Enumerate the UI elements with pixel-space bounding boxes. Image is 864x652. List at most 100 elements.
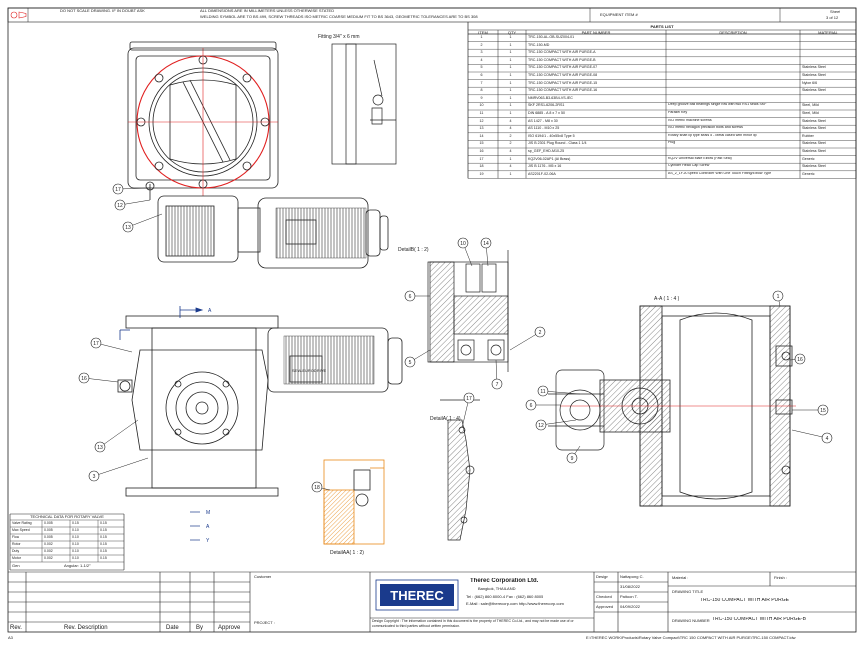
balloon-number: 17 [93, 341, 99, 347]
balloon-circle [480, 237, 492, 249]
balloon-number: 10 [460, 241, 466, 247]
balloon-number: 3 [93, 474, 96, 480]
detail-aa [323, 459, 385, 545]
balloon-leader [83, 377, 119, 383]
parts-cell: 1 [509, 42, 512, 47]
balloon-circle [534, 326, 546, 338]
tech-cell: Max Speed [12, 528, 30, 532]
balloon-number: 14 [483, 241, 489, 247]
parts-cell: 13 [479, 126, 484, 131]
parts-cell: 10 [479, 103, 484, 108]
balloon-number: 17 [115, 187, 121, 193]
parts-cell: Nylon 6/6 [802, 80, 818, 85]
parts-cell: Stainless Steel [802, 149, 826, 153]
parts-cell: 6 [480, 73, 483, 77]
balloon-number: 12 [538, 423, 544, 429]
balloon-circle [311, 481, 323, 493]
parts-cell: AS2201F-02-06A [528, 171, 556, 176]
parts-cell: 8 [480, 88, 483, 93]
balloon-leader [127, 213, 163, 228]
company-city: Bangkok, THAILAND [478, 586, 516, 591]
tech-cell: 0.005 [44, 528, 53, 532]
section-aa-label: A-A ( 1 : 4 ) [654, 296, 680, 302]
parts-cell: 4 [509, 118, 512, 123]
parts-cell: 15 [479, 141, 484, 146]
equipment-item-label: EQUIPMENT ITEM # [600, 12, 638, 17]
rev-col-date: Date [166, 625, 179, 631]
parts-cell: Generic [802, 171, 815, 176]
parts-cell: 1 [509, 35, 512, 39]
balloon-number: 13 [97, 445, 103, 451]
parts-cell: SKF 2RS1-6206-2RS1 [528, 103, 565, 108]
project-label: PROJECT : [254, 620, 275, 625]
company-email: E-Mail : sale@therecorp.com http://www.t… [466, 601, 564, 606]
parts-cell: Stainless Steel [802, 126, 826, 131]
tech-cell: 0.15 [100, 542, 107, 546]
axis-label-m: M [206, 510, 210, 516]
detail-b-label: DetailB( 1 : 2) [398, 247, 429, 253]
parts-cell: Deep groove ball bearings single row wit… [668, 103, 767, 107]
parts-cell: JIS B 1176 - M5 x 16 [528, 164, 562, 169]
parts-cell: Steel, Mild [802, 111, 819, 115]
parts-cell: 1 [509, 50, 512, 55]
balloon-circle [794, 353, 806, 365]
parts-cell: ISO metric hexagon precision bolts and s… [668, 126, 743, 130]
parts-cell: Rotary shaft lip type seals 5 - Metal ca… [668, 133, 757, 137]
balloon-circle [404, 290, 416, 302]
finish-label: Finish : [774, 575, 787, 580]
tech-cell: 0.10 [72, 528, 79, 532]
parts-cell: 2 [509, 133, 512, 138]
parts-cell: 11 [479, 111, 484, 115]
approved-date: 04/09/2022 [620, 604, 641, 609]
balloon-leader [542, 390, 581, 395]
balloon-number: 4 [826, 436, 829, 442]
balloon-circle [404, 356, 416, 368]
rev-col-by: By [196, 625, 204, 631]
detail-a-label: DetailA( 1 : 4) [430, 416, 461, 422]
copyright-notice: Design Copyright : The information conta… [372, 619, 574, 628]
fitting-detail [331, 43, 397, 165]
parts-cell: 2 [480, 42, 483, 47]
header-note-2: ALL DIMENSIONS ARE IN MILLIMETERS UNLESS… [200, 8, 335, 13]
parts-cell: 1 [509, 88, 512, 93]
tech-table-title: TECHNICAL DATA FOR ROTARY VALVE [30, 514, 104, 519]
balloon-circle [94, 441, 106, 453]
balloon-circle [78, 372, 90, 384]
approved-label: Approved [596, 604, 614, 609]
detail-a [440, 399, 480, 541]
parts-cell: AS 1110 - M10 x 25 [528, 126, 560, 131]
balloon-circle [112, 183, 124, 195]
tech-cell: Motor [12, 556, 21, 560]
drawing-title-value: TRC-150 COMPACT WITH AIR PURGE [700, 598, 789, 603]
parts-cell: 2 [509, 141, 512, 146]
parts-cell: Stainless Steel [802, 65, 826, 70]
parts-cell: 1 [509, 95, 512, 100]
balloon-circle [457, 237, 469, 249]
parts-cell: ISO metric machine screws [668, 118, 712, 122]
motor-nameplate: SEW-EURODRIVE [292, 368, 326, 373]
balloon-number: 11 [540, 389, 545, 395]
parts-cell: NMRV063-B3-63B4-VS-IEC [528, 95, 573, 100]
balloon-circle [535, 419, 547, 431]
balloon-circle [817, 404, 829, 416]
tech-cell: 0.15 [72, 521, 79, 525]
parts-list-title: PARTS LIST [650, 24, 674, 29]
rev-col-description: Rev. Description [64, 625, 108, 631]
parts-cell: TRC-150-MD [528, 42, 550, 47]
parts-cell: 17 [479, 156, 484, 161]
tech-cell: 0.10 [72, 556, 79, 560]
checked-label: Checked [596, 594, 612, 599]
balloon-number: 16 [797, 357, 803, 363]
parts-cell: 19 [479, 171, 484, 176]
parts-cell: TRC-150 COMPACT WITH AIR PURGE-08 [528, 73, 598, 77]
parts-list-grid [467, 22, 857, 179]
parts-cell: AS_2_1F-A Speed Controller With One Touc… [668, 171, 772, 175]
tech-cell: 0.10 [72, 542, 79, 546]
balloon-number: 6 [409, 294, 412, 300]
parts-cell: 1 [509, 57, 512, 62]
file-path: E:\THEREC WORK\Products\Rotary Valve Com… [586, 635, 796, 640]
balloon-circle [122, 221, 134, 233]
parts-cell: TRC-150-AL-OB-SUZ004-01 [528, 35, 575, 39]
